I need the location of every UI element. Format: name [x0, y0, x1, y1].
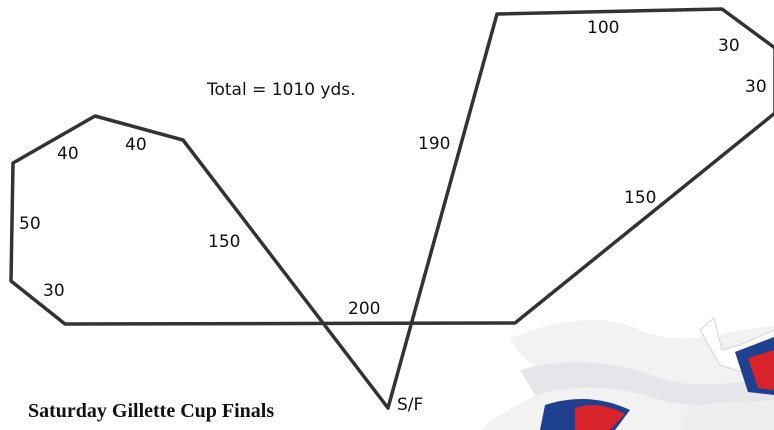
- segment-label-40-b: 40: [125, 135, 147, 155]
- flag-decoration: [480, 317, 774, 430]
- segment-label-150-a: 150: [208, 232, 240, 252]
- segment-label-30-b: 30: [718, 36, 740, 56]
- start-finish-label: S/F: [397, 395, 423, 415]
- segment-label-30-a: 30: [43, 281, 65, 301]
- segment-label-200: 200: [348, 299, 380, 319]
- segment-label-30-c: 30: [745, 77, 767, 97]
- segment-label-40-a: 40: [57, 144, 79, 164]
- segment-label-100: 100: [587, 18, 619, 38]
- caption: Saturday Gillette Cup Finals: [28, 400, 275, 422]
- total-label: Total = 1010 yds.: [206, 80, 356, 100]
- segment-label-150-b: 150: [624, 188, 656, 208]
- segment-label-50: 50: [19, 214, 41, 234]
- course-path: [9, 7, 774, 410]
- segment-label-190: 190: [418, 134, 450, 154]
